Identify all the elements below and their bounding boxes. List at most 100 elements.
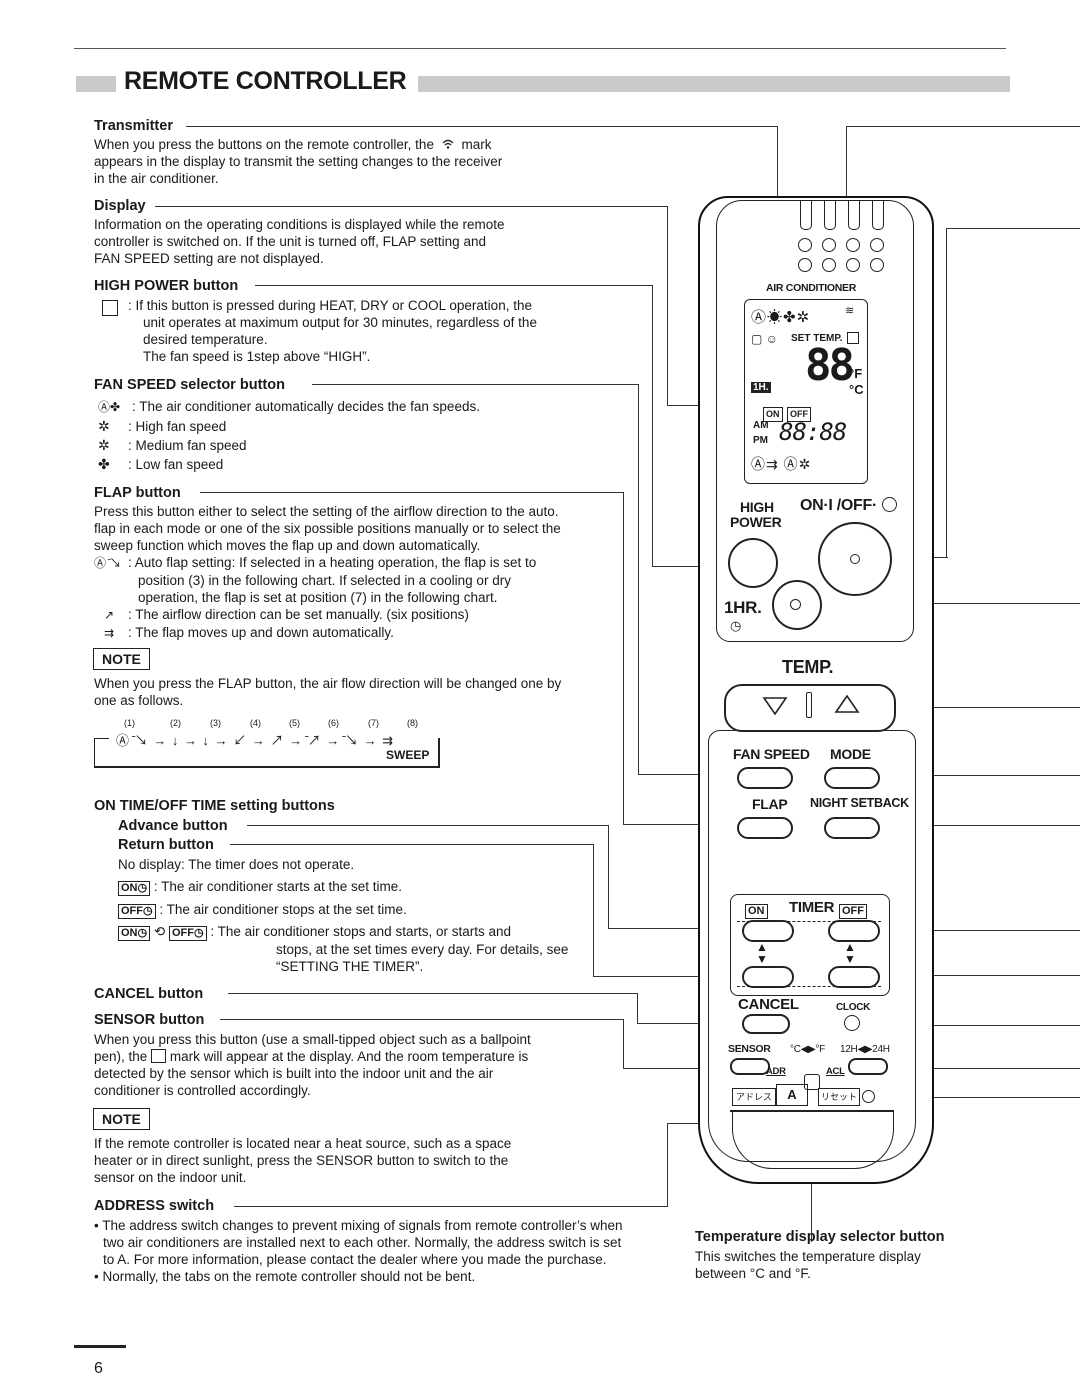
night-setback-button[interactable] xyxy=(824,817,880,839)
timer-both-line-1: : The air conditioner stops and starts, … xyxy=(210,924,511,939)
h12-24-label: 12H◀▶24H xyxy=(840,1044,890,1055)
twelve-24-button[interactable] xyxy=(848,1058,888,1075)
leader-right-3 xyxy=(795,603,1080,604)
leader-sensor-h2 xyxy=(623,1068,741,1069)
page-number: 6 xyxy=(94,1360,103,1377)
temp-down-button[interactable] xyxy=(762,696,788,721)
cancel-button[interactable] xyxy=(742,1014,790,1034)
battery-cover-edge xyxy=(730,1110,894,1112)
lcd-set-temp: SET TEMP. xyxy=(791,333,843,344)
leader-right-2-v xyxy=(946,228,947,558)
note1-line-2: one as follows. xyxy=(94,693,184,708)
leader-right-1-v xyxy=(846,126,847,200)
sensor-line-2: mark will appear at the display. And the… xyxy=(169,1049,529,1064)
leader-advance-v xyxy=(608,825,609,929)
sensor-button[interactable] xyxy=(730,1058,770,1075)
fan-high-text: : High fan speed xyxy=(128,419,227,434)
power-label: POWER xyxy=(730,514,782,530)
timer-on-row: ON◷ : The air conditioner starts at the … xyxy=(118,878,402,896)
cancel-label: CANCEL xyxy=(738,996,799,1013)
fan-auto-row: Ⓐ✤: The air conditioner automatically de… xyxy=(98,398,480,416)
address-bullet-1c: to A. For more information, please conta… xyxy=(103,1252,607,1267)
on-timer-return-button[interactable] xyxy=(742,966,794,988)
reset-button[interactable] xyxy=(862,1090,875,1103)
clock-button[interactable] xyxy=(844,1015,860,1031)
leader-right-1 xyxy=(846,126,1080,127)
remote-lower-panel xyxy=(708,730,916,1162)
transmitter-text-a: When you press the buttons on the remote… xyxy=(94,137,434,152)
fan-speed-heading: FAN SPEED selector button xyxy=(94,377,285,393)
high-power-text: : If this button is pressed during HEAT,… xyxy=(128,298,537,364)
lcd-1h: 1H. xyxy=(751,382,771,393)
note2-line-2: heater or in direct sunlight, press the … xyxy=(94,1153,509,1168)
temp-up-button[interactable] xyxy=(834,694,860,719)
pos-3: (3) xyxy=(210,718,221,728)
flap-button[interactable] xyxy=(737,817,793,839)
return-button-label: Return button xyxy=(118,837,214,853)
fan-speed-button[interactable] xyxy=(737,767,793,789)
leader-cancel-v xyxy=(637,993,638,1024)
leader-return-h2 xyxy=(593,976,743,977)
off-timer-advance-button[interactable] xyxy=(828,920,880,942)
on-timer-advance-button[interactable] xyxy=(742,920,794,942)
note-label-2: NOTE xyxy=(93,1108,150,1130)
leader-address-v xyxy=(667,1123,668,1207)
address-switch[interactable]: A xyxy=(776,1084,808,1106)
transmitter-text: When you press the buttons on the remote… xyxy=(94,136,564,187)
flap-auto-icon: Ⓐ ̄↘ xyxy=(94,556,122,570)
timer-both-line-2: stops, at the set times every day. For d… xyxy=(276,942,569,957)
sensor-line-3: detected by the sensor which is built in… xyxy=(94,1066,494,1081)
note2-text: If the remote controller is located near… xyxy=(94,1135,511,1186)
lcd-deg-c: °C xyxy=(849,382,864,397)
advance-button-label: Advance button xyxy=(118,818,228,834)
timer-off-row: OFF◷ : The air conditioner stops at the … xyxy=(118,901,407,919)
temp-selector-line-2: between °C and °F. xyxy=(695,1266,811,1281)
display-line-1: Information on the operating conditions … xyxy=(94,217,505,232)
leader-right-4 xyxy=(890,707,1080,708)
high-power-line-2: unit operates at maximum output for 30 m… xyxy=(143,315,537,330)
temp-unit-selector-button[interactable] xyxy=(804,1074,820,1090)
fan-medium-icon: ✲ xyxy=(98,437,110,453)
on-off-button[interactable] xyxy=(818,522,892,596)
lcd-flap-fan-icons: Ⓐ⇉ Ⓐ✲ xyxy=(751,456,812,472)
high-power-button[interactable] xyxy=(728,538,778,588)
mode-button[interactable] xyxy=(824,767,880,789)
timer-both-line-3: “SETTING THE TIMER”. xyxy=(276,959,424,974)
leader-advance-h2 xyxy=(608,928,743,929)
leader-sensor-v xyxy=(623,1019,624,1069)
flap-auto-line-1: : Auto flap setting: If selected in a he… xyxy=(128,555,537,570)
flap-swing-icon: ⇉ xyxy=(104,626,115,640)
onoff-indicator-icon xyxy=(882,497,897,512)
pos-2: (2) xyxy=(170,718,181,728)
reset-jp-label: リセット xyxy=(818,1088,860,1106)
note2-line-1: If the remote controller is located near… xyxy=(94,1136,512,1151)
lcd-transmit-icon: ≋ xyxy=(845,305,855,317)
flap-sequence-chart: (1) (2) (3) (4) (5) (6) (7) (8) Ⓐ ̄↘ → ↓… xyxy=(94,716,440,768)
mode-label: MODE xyxy=(830,746,871,762)
sweep-bracket-bottom xyxy=(94,766,440,768)
leader-transmitter xyxy=(186,126,778,127)
timer-both-row: ON◷ ⟲ OFF◷ : The air conditioner stops a… xyxy=(118,923,568,975)
timer-off-flag: OFF xyxy=(839,901,867,919)
leader-fan-speed-v xyxy=(638,384,639,775)
sweep-bracket-left xyxy=(94,738,109,768)
leader-high-power-h2 xyxy=(652,566,740,567)
night-setback-label: NIGHT SETBACK xyxy=(810,796,909,810)
lcd-pm: PM xyxy=(753,435,768,446)
temp-selector-line-1: This switches the temperature display xyxy=(695,1249,921,1264)
adr-label: ADR xyxy=(766,1066,786,1077)
onoff-label: ON·I /OFF· xyxy=(800,497,877,514)
flap-auto-text: Ⓐ ̄↘ : Auto flap setting: If selected in … xyxy=(94,554,536,642)
sweep-label: SWEEP xyxy=(386,748,430,762)
pos-8: (8) xyxy=(407,718,418,728)
leader-return-v xyxy=(593,844,594,977)
one-hour-button[interactable] xyxy=(772,580,822,630)
sensor-icon xyxy=(151,1049,167,1063)
high-label: HIGH xyxy=(740,499,774,515)
off-timer-return-button[interactable] xyxy=(828,966,880,988)
on-timer-icon: ON◷ xyxy=(118,881,151,896)
flap-sequence-arrows: Ⓐ ̄↘ → ↓ → ↓ → ↙ → ↗ → ̄↗ → ̄↘ → ⇉ xyxy=(116,733,395,748)
one-hr-label: 1HR. xyxy=(724,598,762,617)
flap-line-3: sweep function which moves the flap up a… xyxy=(94,538,481,553)
flap-manual-text: : The airflow direction can be set manua… xyxy=(128,607,469,622)
